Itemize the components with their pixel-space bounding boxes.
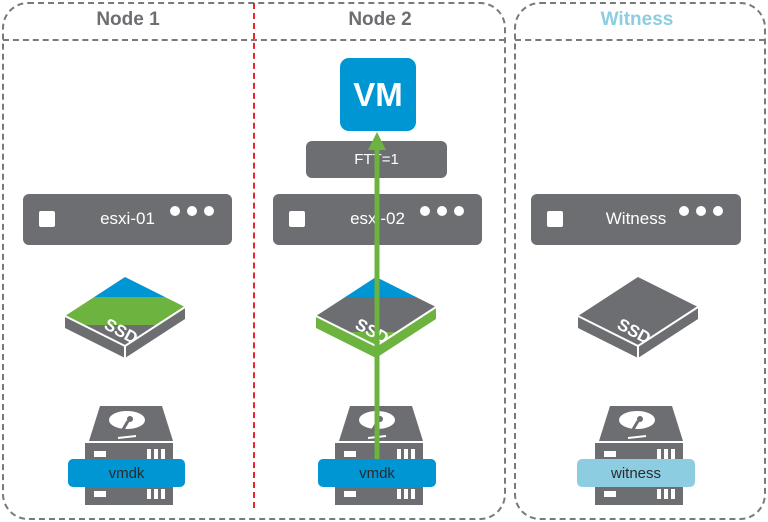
vm-box[interactable]: VM [340,58,416,131]
witness-component-label[interactable]: witness [577,459,695,487]
more-dots-icon [170,206,214,216]
io-path-arrow [368,132,386,466]
ssd-icon-node1: SSD [64,277,186,358]
host-esxi-01[interactable]: esxi-01 [23,194,232,245]
vmdk-label-node1[interactable]: vmdk [68,459,185,487]
header-divider-right [515,39,765,41]
more-dots-icon [420,206,464,216]
host-witness[interactable]: Witness [531,194,741,245]
ssd-icon-witness: SSD [577,277,699,358]
more-dots-icon [679,206,723,216]
server-square-icon [289,211,305,227]
vmdk-label-node2[interactable]: vmdk [318,459,436,487]
host-name: esxi-01 [100,209,155,228]
witness-container [514,2,766,520]
node2-title: Node 2 [348,9,412,30]
hdd-icon-witness [595,406,683,505]
node1-title: Node 1 [96,9,160,30]
server-square-icon [39,211,55,227]
hdd-icon-node1 [85,406,173,505]
witness-title: Witness [600,9,674,30]
server-square-icon [547,211,563,227]
node-separator [253,3,255,508]
host-name: Witness [605,209,667,228]
